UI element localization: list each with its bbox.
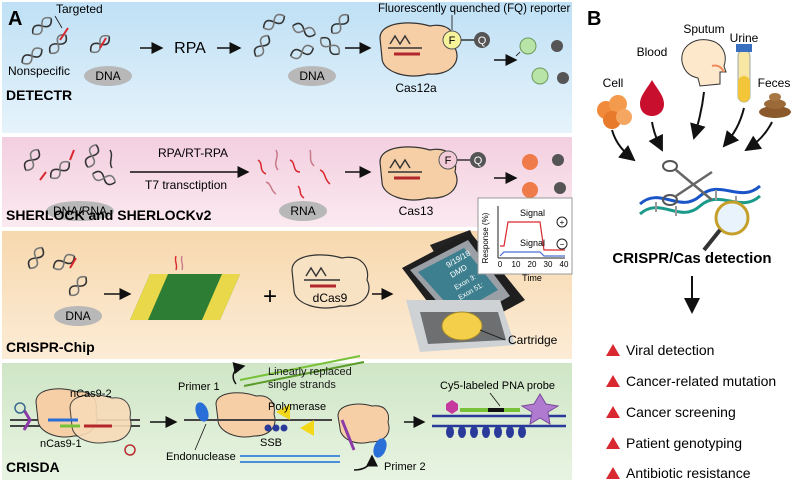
graph-xlabel: Time — [522, 273, 542, 283]
endonuclease-label: Endonuclease — [166, 451, 236, 463]
cell-icon — [597, 95, 632, 129]
triangle-bullet-2 — [606, 375, 620, 387]
dnarna-oval — [46, 201, 114, 221]
detectr-input-dna — [18, 14, 113, 68]
rpa-rtrpa-label: RPA/RT-RPA — [158, 146, 228, 160]
cartridge-label: Cartridge — [508, 333, 558, 347]
rna-strands — [257, 149, 331, 199]
signal-plus: + — [560, 218, 565, 227]
ssb-label: SSB — [260, 437, 282, 449]
detectr-title: DETECTR — [6, 87, 72, 103]
application-2: Cancer-related mutation — [626, 373, 776, 389]
response-graph — [477, 197, 573, 275]
application-1: Viral detection — [626, 342, 714, 358]
urine-icon — [736, 44, 752, 103]
crispr-cas-detection-label: CRISPR/Cas detection — [612, 250, 771, 267]
q-label-2: Q — [474, 155, 483, 167]
strand-displacement — [184, 355, 390, 471]
cas12a-label: Cas12a — [395, 81, 437, 95]
plus-sign: + — [263, 283, 277, 310]
t7-label: T7 transctiption — [145, 178, 227, 192]
panel-b-letter: B — [587, 8, 601, 30]
polymerase-label: Polymerase — [268, 401, 326, 413]
source-feces: Feces — [758, 76, 791, 90]
rpa-label: RPA — [174, 40, 206, 57]
signal-positive-label: Signal — [520, 208, 545, 218]
ncas9-1-label: nCas9-1 — [40, 438, 82, 450]
rna-label: RNA — [290, 204, 315, 218]
rna-oval — [279, 201, 327, 221]
nonspecific-label: Nonspecific — [8, 64, 70, 78]
signal-minus: − — [560, 240, 565, 249]
strands-label-2: single strands — [268, 379, 336, 391]
panel-a-letter: A — [8, 8, 22, 30]
crispr-chip-title: CRISPR-Chip — [6, 339, 95, 355]
tick-4: 40 — [560, 260, 569, 269]
tick-2: 20 — [528, 260, 537, 269]
tick-3: 30 — [544, 260, 553, 269]
cas13-complex — [379, 146, 486, 201]
source-sputum: Sputum — [683, 22, 724, 36]
chip-dna — [25, 244, 90, 299]
source-arrows — [611, 91, 773, 162]
crisda-title: CRISDA — [6, 459, 60, 475]
primer2-label: Primer 2 — [384, 461, 426, 473]
application-4: Patient genotyping — [626, 435, 742, 451]
source-cell: Cell — [603, 76, 624, 90]
f-label-2: F — [445, 155, 452, 167]
dna-scissors-magnifier-icon — [638, 160, 762, 252]
blood-icon — [640, 80, 664, 116]
chip-dna-oval — [54, 306, 102, 326]
feces-icon — [759, 93, 791, 118]
dna-label-2: DNA — [299, 69, 324, 83]
sputum-icon — [681, 39, 727, 87]
cas12a-complex — [379, 22, 490, 77]
triangle-bullet-1 — [606, 344, 620, 356]
dna-oval — [84, 66, 132, 86]
triangle-bullet-3 — [606, 406, 620, 418]
application-3: Cancer screening — [626, 404, 736, 420]
reader-device — [402, 230, 525, 352]
ncas9-2-label: nCas9-2 — [70, 388, 112, 400]
fq-reporter-label: Fluorescently quenched (FQ) reporter — [378, 3, 571, 15]
crisda-complex-1 — [10, 388, 140, 456]
targeted-label: Targeted — [56, 2, 103, 16]
sherlock-title: SHERLOCK and SHERLOCKv2 — [6, 207, 212, 223]
triangle-bullet-4 — [606, 437, 620, 449]
q-label: Q — [478, 35, 487, 47]
cas13-label: Cas13 — [399, 204, 434, 218]
tick-1: 10 — [512, 260, 521, 269]
detectr-panel — [2, 2, 572, 133]
signal-negative-label: Signal — [520, 238, 545, 248]
pna-probe-product — [432, 393, 566, 438]
sherlock-input — [21, 142, 118, 188]
application-5: Antibiotic resistance — [626, 465, 751, 481]
triangle-bullet-5 — [606, 467, 620, 479]
cleaved-reporters — [515, 37, 569, 85]
primer1-label: Primer 1 — [178, 381, 220, 393]
source-blood: Blood — [637, 45, 668, 59]
graph-ylabel: Response (%) — [481, 212, 490, 263]
dna-label: DNA — [95, 69, 120, 83]
f-label: F — [449, 35, 456, 47]
tick-0: 0 — [498, 260, 503, 269]
strands-label-1: Linearly replaced — [268, 366, 352, 378]
dnarna-label: DNA/RNA — [53, 204, 107, 218]
dcas9-label: dCas9 — [313, 291, 348, 305]
chip-dna-label: DNA — [65, 309, 90, 323]
graphene-chip — [130, 255, 240, 320]
dna-oval-2 — [288, 66, 336, 86]
applications-list: Viral detection Cancer-related mutation … — [606, 342, 776, 481]
source-urine: Urine — [730, 31, 759, 45]
dcas9-complex — [291, 254, 370, 309]
cleaved-reporters-2 — [522, 154, 566, 198]
probe-label: Cy5-labeled PNA probe — [440, 380, 555, 392]
